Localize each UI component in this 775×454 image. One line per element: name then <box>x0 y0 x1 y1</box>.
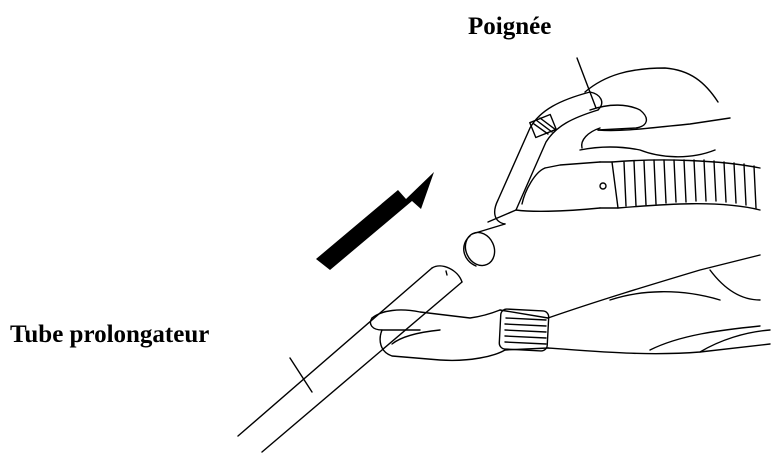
handle-leader-line <box>577 58 596 108</box>
flexible-hose <box>612 160 760 210</box>
handle <box>460 92 602 270</box>
lower-hand <box>370 255 770 360</box>
handle-nozzle-end <box>460 228 500 271</box>
extension-tube-label: Tube prolongateur <box>10 322 209 347</box>
hose-cuff <box>600 162 618 208</box>
upper-hand <box>580 68 730 157</box>
handle-label: Poignée <box>468 14 551 39</box>
arrow-up-right-icon <box>316 172 434 270</box>
